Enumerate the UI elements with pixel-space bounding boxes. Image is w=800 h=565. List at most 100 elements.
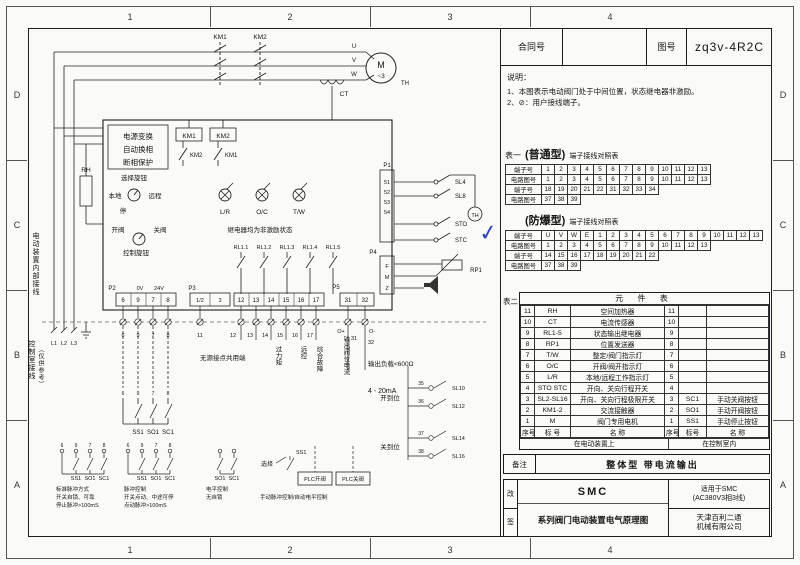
km2-coil-label: KM2 [216, 133, 230, 140]
frame-inner [28, 28, 772, 537]
rev-cell: 签 [507, 519, 514, 527]
load-label: 输出负载<600Ω [368, 361, 414, 368]
mid-pin: 16 [298, 298, 305, 304]
table-cell: 4 [632, 230, 646, 241]
local-label: 本地 [109, 191, 123, 200]
p4-pin: M [385, 275, 390, 281]
zero-v-label: 0V [137, 286, 144, 292]
grid-tick [370, 538, 371, 558]
sl-num: 36 [418, 399, 424, 405]
table-cell: 位置发送器 [570, 338, 665, 350]
table-cell: 11 [671, 164, 685, 175]
option3-line1: 电平控制 [206, 485, 229, 493]
table-cell: 1 [520, 415, 535, 427]
p2-pin: 7 [151, 298, 155, 304]
table-cell: 1 [541, 174, 555, 185]
term-num: 13 [247, 333, 253, 339]
p1-pin: 52 [384, 190, 390, 196]
heater-rh: RH [79, 144, 103, 225]
grid-row: A [779, 480, 787, 490]
table-cell: 10 [664, 316, 679, 328]
term-num: 16 [292, 333, 298, 339]
table-cell: 34 [645, 184, 659, 195]
over-torque-label: 过力矩 [274, 346, 281, 366]
notes-block: 说明： 1、本图表示电动阀门处于中间位置，状态继电器非激励。 2、⊘：用户接线端… [501, 66, 772, 132]
table-cell: 5 [593, 174, 607, 185]
table-cell: CT [534, 316, 571, 328]
km-coils: KM1 KM2 KM2 KM1 [175, 120, 238, 166]
grid-row: B [779, 350, 787, 360]
table-cell: 端子号 [505, 184, 542, 195]
table-cell: 13 [749, 230, 763, 241]
footer-on-device: 在电动装置上 [520, 438, 670, 449]
inner-wiring-label: 电动装置内部接线 [32, 232, 39, 296]
supply-terminals [50, 322, 91, 339]
th2-label: TH [471, 213, 478, 219]
stc-label: STC [455, 238, 468, 244]
grid-row: C [13, 220, 21, 230]
grid-tick [530, 7, 531, 27]
grp-num: 6 [127, 443, 130, 449]
table-cell [678, 305, 707, 317]
table-cell: SS1 [678, 415, 707, 427]
remark-label: 备注 [504, 455, 536, 473]
table-cell: 3 [567, 164, 581, 175]
term-num: 11 [197, 333, 203, 339]
table-cell: SO1 [678, 404, 707, 416]
main-switch-numbers: 6 9 7 8 [122, 391, 170, 397]
table-cell: 1 [541, 240, 555, 251]
drawing-no-label: 图号 [647, 28, 687, 65]
table-cell [678, 371, 707, 383]
p4-pin: Z [385, 286, 389, 292]
grp-num: 7 [89, 443, 92, 449]
p3-pin: 3 [218, 298, 221, 304]
table-cell: 12 [736, 230, 750, 241]
motor-symbol: M ~3 TH [365, 52, 409, 87]
footer-in-room: 在控制室内 [669, 438, 769, 449]
apply-line1: 适用于SMC [700, 485, 738, 493]
table-cell: 38 [554, 194, 568, 205]
grid-row: B [13, 350, 21, 360]
grid-row: D [13, 90, 21, 100]
table-cell: 8 [664, 338, 679, 350]
grid-col: 3 [447, 12, 453, 22]
p5-label: P5 [332, 285, 340, 291]
relay-rl11-label: RL1.1 [234, 245, 249, 251]
grid-tick [773, 420, 793, 421]
table-cell: 1 [541, 164, 555, 175]
l2-label: L2 [61, 341, 67, 347]
table-cell: 名 称 [706, 426, 769, 438]
p5-strip: P5 31 32 [332, 285, 375, 307]
grid-col: 2 [287, 12, 293, 22]
table-cell: 手动停止按钮 [706, 415, 769, 427]
term-num: 17 [307, 333, 313, 339]
grp-num: 8 [167, 391, 170, 397]
table-cell: T/W [534, 349, 571, 361]
table-cell: 电流传感器 [570, 316, 665, 328]
table-cell: 2 [554, 174, 568, 185]
table-cell: U [541, 230, 555, 241]
travel-switches [394, 174, 476, 243]
table-cell [706, 316, 769, 328]
table-cell: 10 [658, 174, 672, 185]
table-cell [678, 349, 707, 361]
drawing-header: 合同号 图号 zq3v-4R2C [501, 28, 772, 66]
p4-pin: F [385, 264, 389, 270]
table-cell: 22 [645, 250, 659, 261]
table-cell: SL2-SL16 [534, 393, 571, 405]
table-cell: 37 [541, 194, 555, 205]
table-cell: 电路图号 [505, 240, 542, 251]
selector-knob-label: 选择旋钮 [121, 173, 148, 182]
grid-row: A [13, 480, 21, 490]
sc1-label: SC1 [99, 476, 110, 482]
plc-close-label: PLC关阀 [342, 475, 364, 483]
table-cell: 6 [606, 240, 620, 251]
table-cell: 电路图号 [505, 194, 542, 205]
table-cell [706, 382, 769, 394]
